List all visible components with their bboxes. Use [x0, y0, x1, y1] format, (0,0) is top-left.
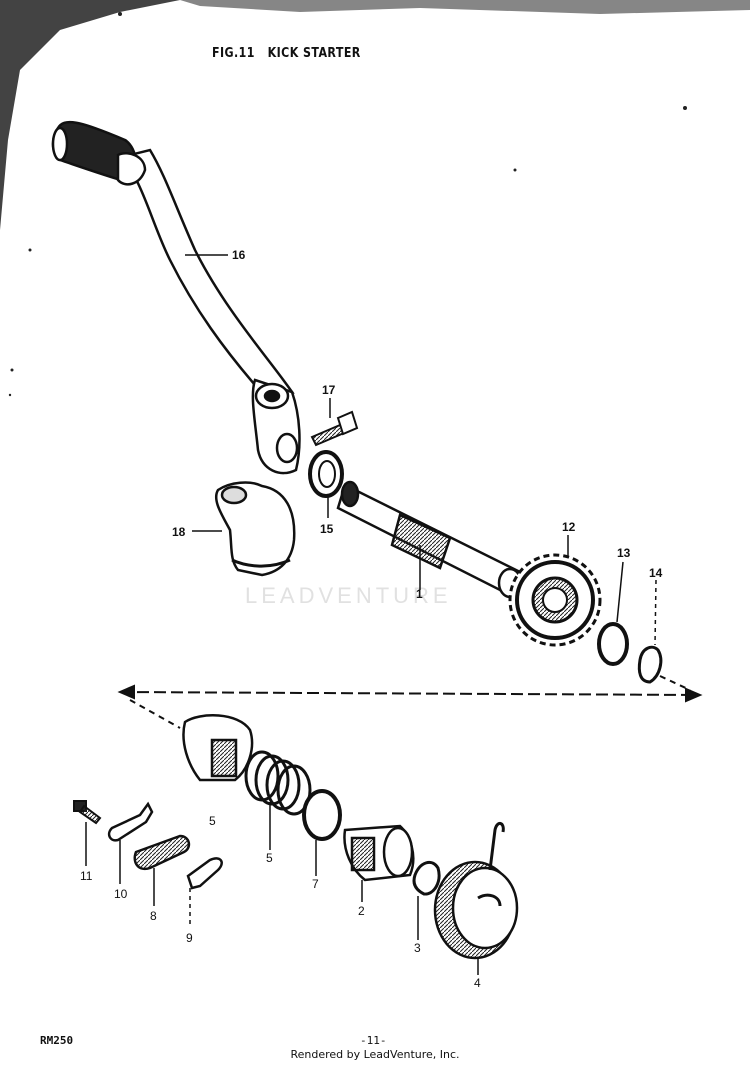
callout-labels: 16 17 15 18 1 12 13 14 5 5 7 2 3 4 11 10… [80, 248, 663, 990]
part-8-guide-plate [133, 834, 191, 871]
callout-13: 13 [617, 546, 631, 560]
callout-12: 12 [562, 520, 576, 534]
part-9-stopper [186, 857, 223, 890]
part-1-kick-shaft [336, 480, 523, 599]
part-15-oil-seal [308, 450, 344, 498]
part-17-bolt [310, 410, 359, 447]
part-18-boot-cover [214, 481, 296, 577]
callout-9: 9 [186, 931, 193, 945]
scan-noise [0, 0, 750, 397]
callout-10: 10 [114, 887, 128, 901]
callout-5-lower: 5 [266, 851, 273, 865]
callout-14: 14 [649, 566, 663, 580]
figure-name: KICK STARTER [267, 46, 361, 61]
figure-number: FIG.11 [212, 46, 255, 61]
part-10-plate [107, 801, 154, 842]
model-code: RM250 [40, 1034, 74, 1047]
part-14-circlip [637, 645, 663, 684]
part-4-return-spring [433, 822, 519, 960]
part-3-circlip [412, 860, 441, 896]
callout-2: 2 [358, 904, 365, 918]
callout-7: 7 [312, 877, 319, 891]
part-13-washer [597, 622, 629, 666]
callout-1: 1 [416, 587, 423, 601]
callout-17: 17 [322, 383, 336, 397]
callout-11: 11 [80, 869, 93, 883]
callout-15: 15 [320, 522, 334, 536]
callout-8: 8 [150, 909, 157, 923]
part-2-pinion [343, 824, 415, 882]
figure-title: FIG.11 KICK STARTER [212, 46, 369, 61]
page-number: -11- [360, 1034, 387, 1047]
part-6-spring [244, 750, 312, 816]
leader-lines [85, 254, 657, 975]
assembly-axis-arrow [117, 675, 703, 729]
callout-18: 18 [172, 525, 186, 539]
watermark-text: LEADVENTURE [245, 583, 452, 608]
callout-4: 4 [474, 976, 481, 990]
callout-5-upper: 5 [209, 814, 216, 828]
part-16-kick-lever [51, 120, 301, 475]
part-11-bolt [73, 800, 102, 825]
callout-16: 16 [232, 248, 246, 262]
render-credit: Rendered by LeadVenture, Inc. [290, 1048, 460, 1061]
part-ratchet-guide [182, 714, 254, 782]
callout-3: 3 [414, 941, 421, 955]
part-12-kick-gear [508, 553, 602, 647]
part-7-washer [302, 789, 342, 841]
